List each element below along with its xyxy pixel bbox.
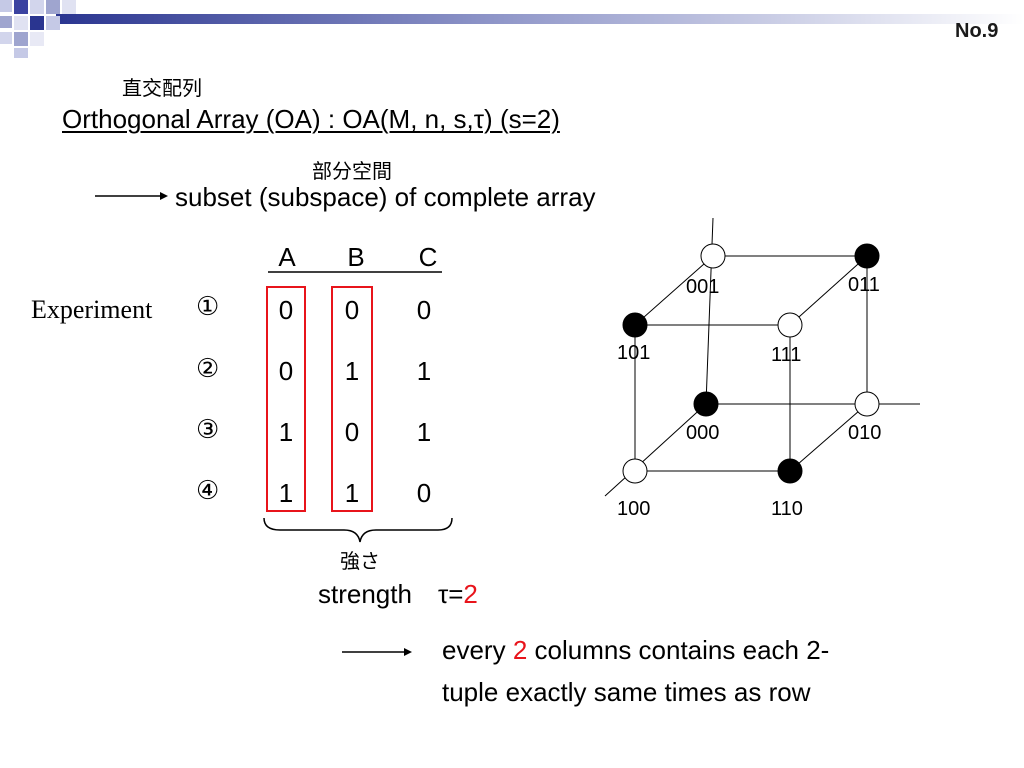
- vertex-label-100: 100: [617, 498, 651, 520]
- vertex-100: [622, 458, 648, 484]
- conclusion-highlight: 2: [512, 635, 528, 665]
- vertex-label-010: 010: [848, 422, 882, 444]
- vertex-label-000: 000: [686, 422, 720, 444]
- vertex-110: [777, 458, 803, 484]
- table-cell: 1: [278, 417, 294, 447]
- strength-japanese: 強さ: [340, 549, 380, 573]
- table-cell: 1: [344, 478, 360, 508]
- vertex-label-001: 001: [686, 276, 720, 298]
- conclusion-line-1: every 2 columns contains each 2-: [442, 635, 829, 666]
- arrow-icon: [342, 648, 412, 656]
- conclusion-line-2: tuple exactly same times as row: [442, 677, 811, 707]
- vertex-label-011: 011: [848, 274, 880, 296]
- vertex-001: [700, 243, 726, 269]
- subset-japanese: 部分空間: [312, 159, 392, 183]
- row-marker-1: ①: [196, 292, 220, 322]
- table-cell: 0: [416, 478, 432, 508]
- column-header-a: A: [278, 242, 296, 272]
- title-japanese: 直交配列: [122, 76, 202, 100]
- column-header-b: B: [347, 242, 365, 272]
- cube-edges: [604, 217, 920, 497]
- table-cell: 1: [416, 417, 432, 447]
- subset-text: subset (subspace) of complete array: [175, 182, 596, 212]
- vertex-101: [622, 312, 648, 338]
- vertex-label-111: 111: [771, 344, 802, 366]
- conclusion-part-1: every: [442, 635, 513, 665]
- table-cell: 0: [416, 295, 432, 325]
- row-marker-2: ②: [196, 354, 220, 384]
- table-cell: 0: [344, 417, 360, 447]
- strength-brace: [263, 517, 453, 543]
- page-number: No.9: [955, 20, 999, 42]
- strength-text: strength: [318, 579, 412, 609]
- table-cell: 0: [278, 356, 294, 386]
- vertex-label-110: 110: [771, 498, 803, 520]
- vertex-010: [854, 391, 880, 417]
- conclusion-part-2: columns contains each 2-: [527, 635, 830, 665]
- experiment-label: Experiment: [31, 295, 153, 324]
- table-cell: 0: [344, 295, 360, 325]
- slide-header-bar: [0, 0, 1024, 58]
- tau-label: τ=: [437, 579, 464, 609]
- tau-value: 2: [463, 579, 478, 609]
- vertex-000: [693, 391, 719, 417]
- vertex-111: [777, 312, 803, 338]
- vertex-label-101: 101: [617, 342, 651, 364]
- slide-title: Orthogonal Array (OA) : OA(M, n, s,τ) (s…: [62, 104, 560, 134]
- row-marker-3: ③: [196, 415, 220, 445]
- column-header-c: C: [418, 242, 438, 272]
- row-marker-4: ④: [196, 476, 220, 506]
- table-cell: 1: [416, 356, 432, 386]
- table-cell: 1: [344, 356, 360, 386]
- arrow-icon: [95, 192, 168, 200]
- strength-label: strength τ=2: [318, 579, 478, 610]
- cube-vertices: [622, 243, 880, 484]
- vertex-011: [854, 243, 880, 269]
- table-cell: 1: [278, 478, 294, 508]
- table-cell: 0: [278, 295, 294, 325]
